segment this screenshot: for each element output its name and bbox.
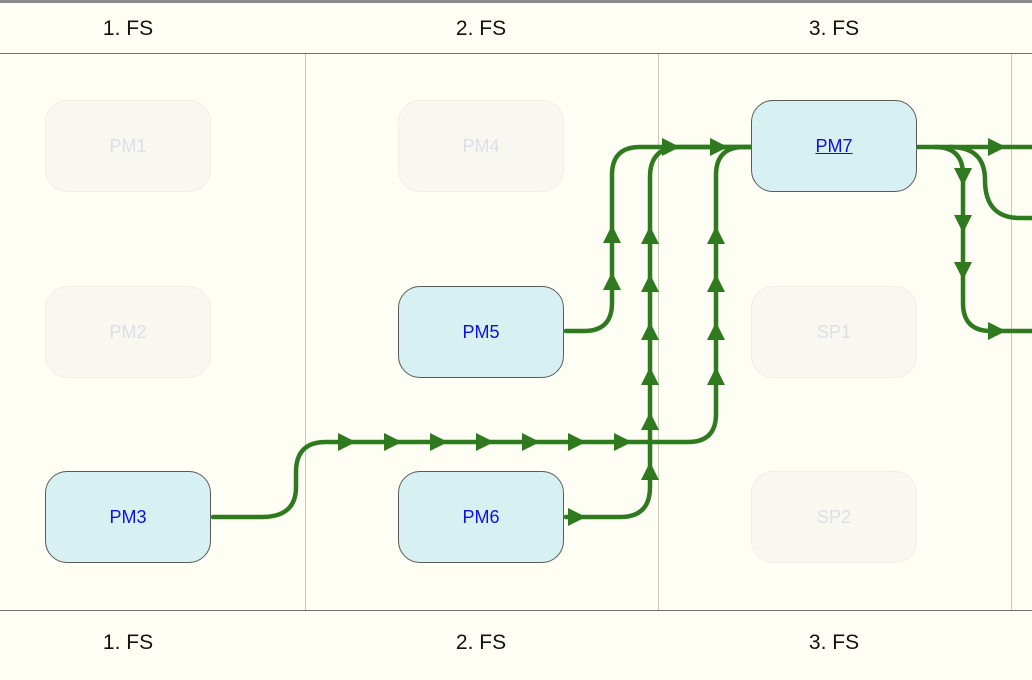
arrow-up <box>641 367 659 385</box>
arrow-right <box>476 433 494 451</box>
arrow-right <box>614 433 632 451</box>
node-pm1: PM1 <box>45 100 211 192</box>
node-pm7[interactable]: PM7 <box>751 100 917 192</box>
arrow-up <box>641 322 659 340</box>
arrow-down <box>954 168 972 186</box>
node-sp2-label: SP2 <box>816 506 852 527</box>
arrow-down <box>954 215 972 233</box>
node-pm2-label: PM2 <box>109 321 147 342</box>
flow-pm3-pm7 <box>210 144 753 520</box>
node-pm5[interactable]: PM5 <box>398 286 564 378</box>
node-pm6[interactable]: PM6 <box>398 471 564 563</box>
column-label-3: 3. FS <box>808 17 860 40</box>
arrow-up <box>641 412 659 430</box>
arrow-right <box>522 433 540 451</box>
top-border <box>0 0 1032 3</box>
node-pm3[interactable]: PM3 <box>45 471 211 563</box>
arrow-up <box>707 367 725 385</box>
arrow-up <box>707 274 725 292</box>
arrow-up <box>603 225 621 243</box>
node-pm3-label: PM3 <box>109 506 147 527</box>
column-label-3-bottom: 3. FS <box>808 631 860 654</box>
arrow-right <box>384 433 402 451</box>
column-label-2: 2. FS <box>455 17 507 40</box>
column-label-1: 1. FS <box>102 17 154 40</box>
column-header-bottom: 1. FS 2. FS 3. FS <box>0 610 1032 680</box>
arrow-right <box>568 433 586 451</box>
column-label-2-bottom: 2. FS <box>455 631 507 654</box>
node-pm4: PM4 <box>398 100 564 192</box>
arrow-right <box>988 322 1006 340</box>
arrow-right <box>338 433 356 451</box>
node-pm7-link[interactable]: PM7 <box>815 135 853 156</box>
node-pm1-label: PM1 <box>109 135 147 156</box>
arrow-down <box>954 262 972 280</box>
arrow-up <box>641 462 659 480</box>
node-sp1: SP1 <box>751 286 917 378</box>
column-label-1-bottom: 1. FS <box>102 631 154 654</box>
flow-pm7-out-2 <box>947 144 1032 221</box>
flow-pm7-out-3 <box>932 144 1032 334</box>
node-pm5-label: PM5 <box>462 321 500 342</box>
node-sp2: SP2 <box>751 471 917 563</box>
arrow-right <box>710 138 728 156</box>
node-pm6-label: PM6 <box>462 506 500 527</box>
arrow-right <box>662 138 680 156</box>
arrow-right <box>568 508 586 526</box>
node-sp1-label: SP1 <box>816 321 852 342</box>
arrow-right <box>430 433 448 451</box>
node-pm4-label: PM4 <box>462 135 500 156</box>
column-header-top: 1. FS 2. FS 3. FS <box>0 3 1032 54</box>
arrow-up <box>707 322 725 340</box>
arrow-up <box>707 226 725 244</box>
arrow-up <box>641 226 659 244</box>
node-pm2: PM2 <box>45 286 211 378</box>
arrow-up <box>603 272 621 290</box>
arrow-right <box>988 138 1006 156</box>
flow-arrowheads <box>338 138 1006 526</box>
arrow-up <box>641 274 659 292</box>
